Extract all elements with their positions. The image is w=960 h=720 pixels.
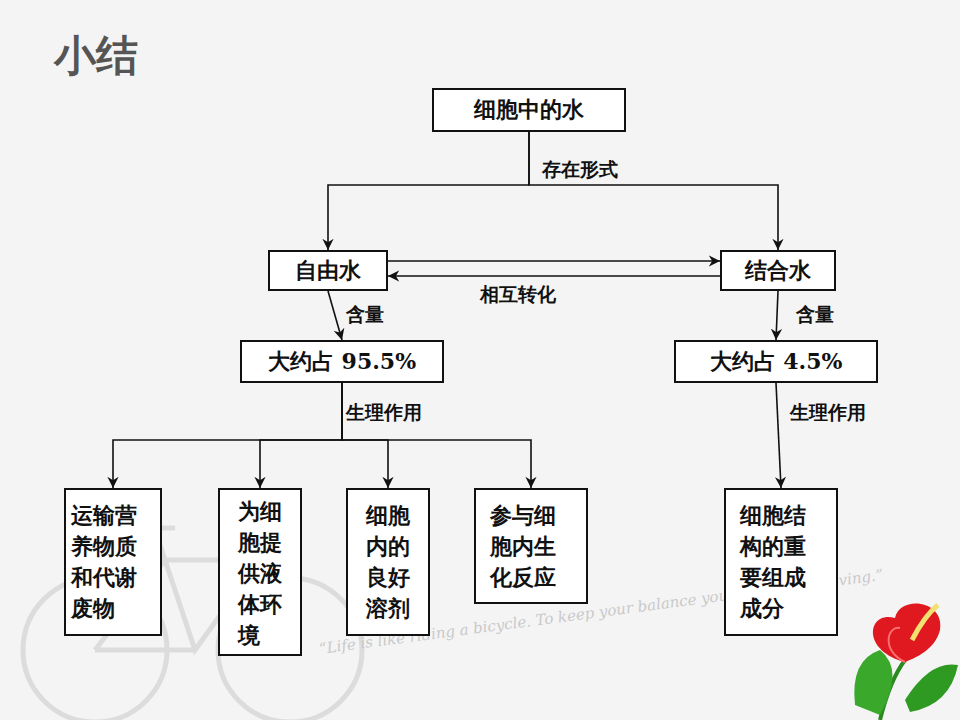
edge-label: 生理作用: [346, 400, 422, 426]
box-text: 细胞内的良好溶剂: [366, 500, 412, 624]
box-text: 大约占 4.5%: [676, 346, 876, 377]
edge-label: 含量: [796, 302, 834, 328]
connector-arrow: [388, 275, 720, 277]
process-box: 参与细胞内生化反应: [474, 488, 588, 604]
edge-label: 存在形式: [542, 157, 618, 183]
process-box: 自由水: [268, 250, 388, 291]
connector-arrow: [776, 383, 781, 488]
box-text: 结合水: [722, 255, 834, 286]
process-box: 为细胞提供液体环境: [218, 488, 302, 656]
box-text: 细胞结构的重要组成成分: [740, 500, 824, 624]
connector-arrow: [342, 383, 388, 488]
box-text: 运输营养物质和代谢废物: [71, 500, 157, 624]
process-box: 运输营养物质和代谢废物: [64, 488, 162, 636]
box-text: 为细胞提供液体环境: [238, 496, 284, 651]
box-text: 参与细胞内生化反应: [490, 500, 574, 593]
process-box: 细胞内的良好溶剂: [346, 488, 430, 636]
connector-arrow: [388, 260, 720, 262]
connector-arrow: [328, 132, 529, 250]
process-box: 细胞中的水: [432, 88, 626, 132]
edge-label: 含量: [346, 302, 384, 328]
connector-arrow: [342, 383, 531, 488]
process-box: 结合水: [720, 250, 836, 291]
process-box: 大约占 4.5%: [674, 340, 878, 383]
flower-illustration: [854, 604, 958, 720]
connector-arrow: [328, 291, 342, 340]
connector-arrow: [113, 383, 342, 488]
edge-label: 生理作用: [790, 400, 866, 426]
slide-title: 小结: [54, 28, 138, 84]
box-text: 大约占 95.5%: [242, 346, 442, 377]
connector-arrow: [260, 383, 342, 488]
edge-label: 相互转化: [480, 282, 556, 308]
box-text: 自由水: [270, 255, 386, 286]
process-box: 大约占 95.5%: [240, 340, 444, 383]
connector-arrow: [529, 132, 778, 250]
connector-arrow: [776, 291, 778, 340]
box-text: 细胞中的水: [434, 94, 624, 125]
process-box: 细胞结构的重要组成成分: [724, 488, 838, 636]
